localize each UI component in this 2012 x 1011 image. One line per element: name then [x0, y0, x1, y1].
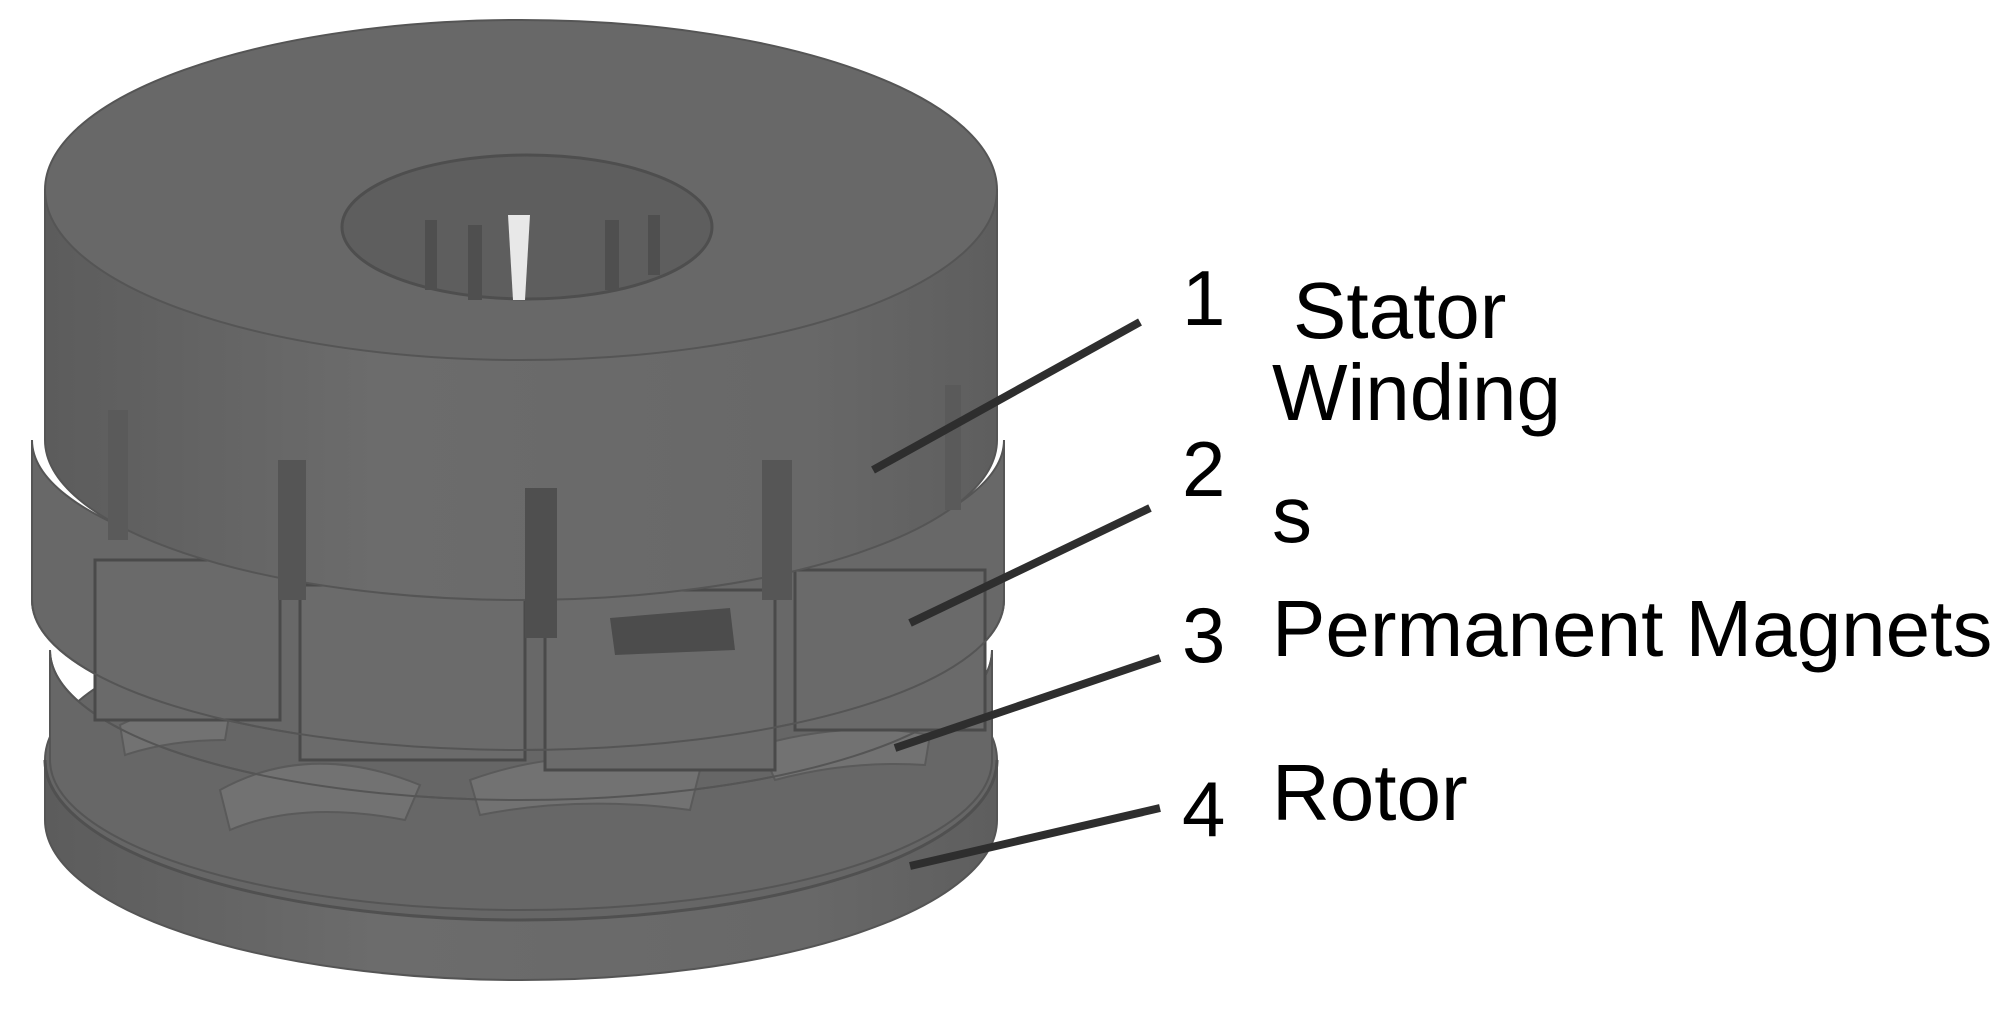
leader-line-3 [893, 654, 1162, 752]
slot [278, 460, 306, 600]
label-stator-line-1: Stator [1293, 266, 1506, 355]
leader-line-1 [871, 318, 1142, 474]
winding-coil [793, 568, 987, 732]
callout-number-2: 2 [1182, 425, 1225, 513]
stator-yoke [44, 19, 998, 638]
leader-line-4 [909, 804, 1161, 870]
label-stator-line-2: Winding [1272, 348, 1561, 437]
slot [525, 488, 557, 638]
permanent-magnet-ring [49, 649, 993, 911]
slot [762, 460, 792, 600]
label-permanent-magnets: Permanent Magnets [1272, 584, 1992, 673]
magnet-segment [758, 728, 932, 782]
magnet-segment [218, 762, 422, 832]
label-rotor: Rotor [1272, 748, 1468, 837]
label-stator-line-3: s [1272, 470, 1312, 559]
winding-coil [93, 558, 282, 722]
callout-number-4: 4 [1182, 765, 1225, 853]
callout-number-3: 3 [1182, 591, 1225, 679]
winding-coil [298, 583, 527, 762]
leader-lines [871, 318, 1162, 870]
slot [108, 410, 128, 540]
callout-number-1: 1 [1182, 254, 1225, 342]
leader-line-2 [908, 504, 1152, 627]
stator-ring [31, 439, 1005, 772]
slot [945, 385, 961, 510]
